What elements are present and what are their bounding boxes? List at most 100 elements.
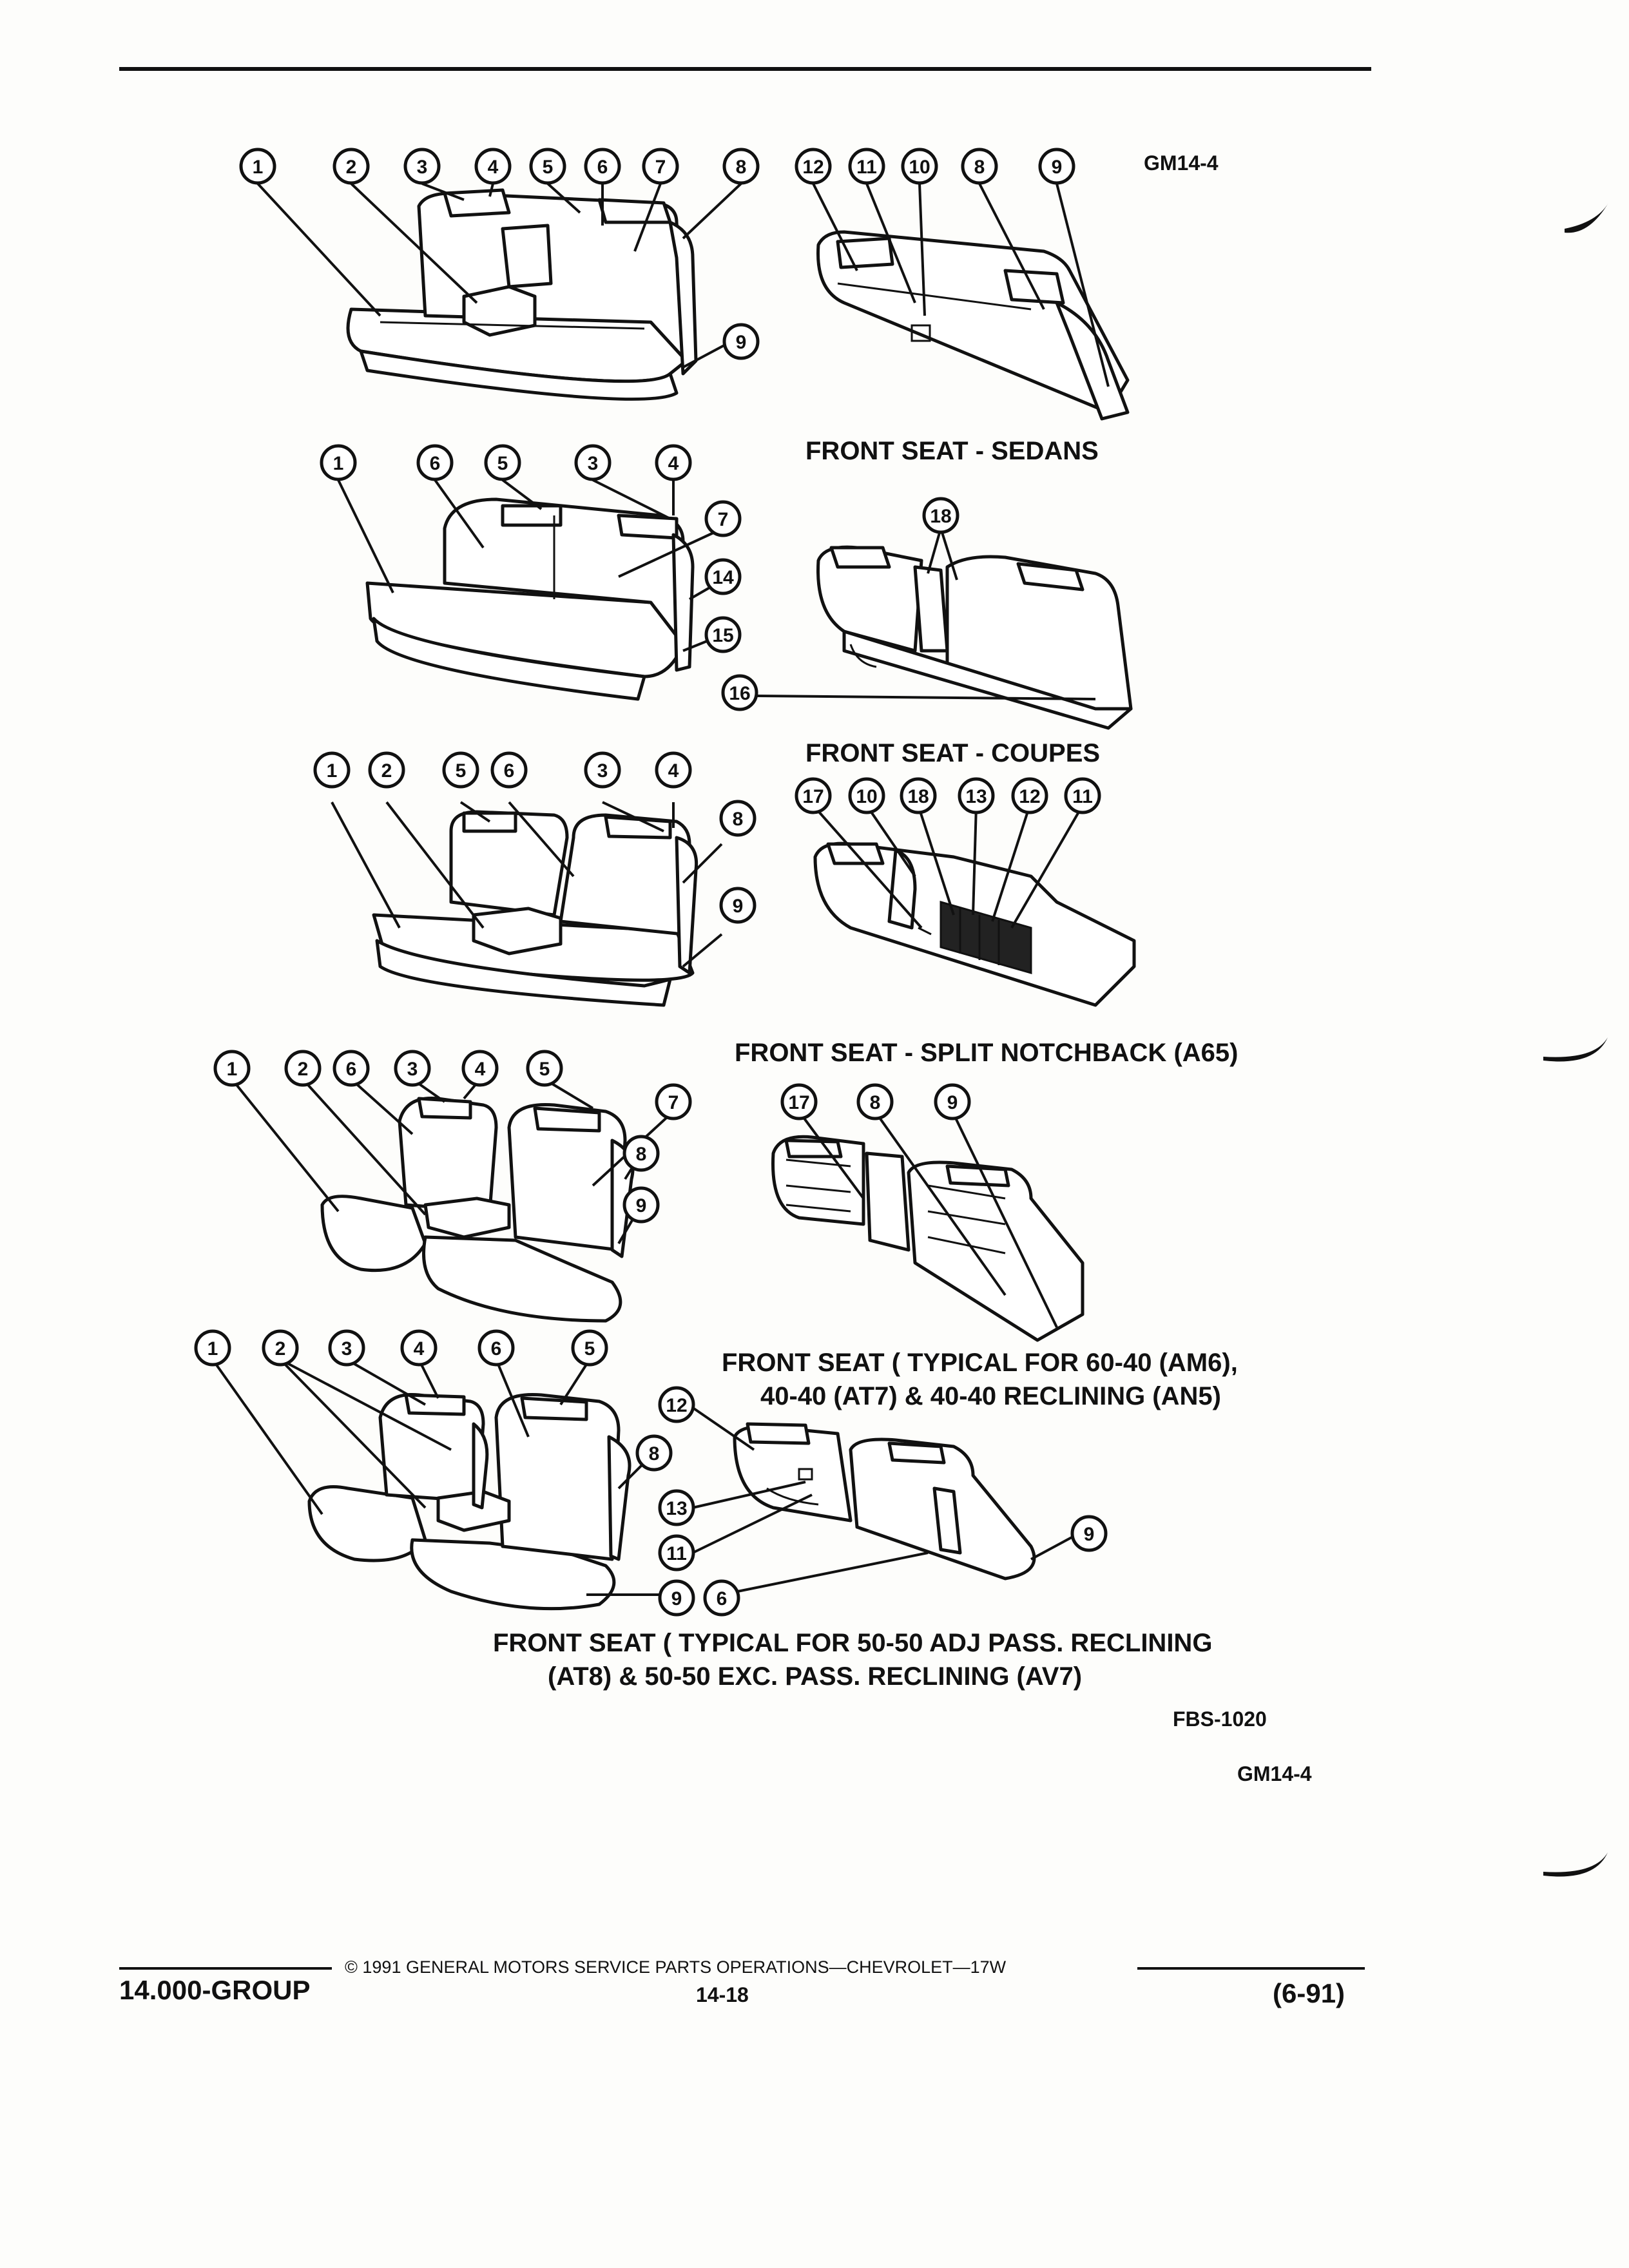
callout-circle xyxy=(403,148,441,185)
callout-circle xyxy=(848,777,885,814)
callout-row5-mid-13: 13 xyxy=(658,1489,695,1526)
callout-row2-left-14: 14 xyxy=(704,558,742,595)
callout-number: 5 xyxy=(539,1059,550,1080)
page-number: 14-18 xyxy=(696,1983,749,2006)
seat-illustration-split-notchback-front xyxy=(372,810,699,1007)
callout-number: 11 xyxy=(856,157,877,178)
callout-circle xyxy=(722,323,760,360)
callout-number: 2 xyxy=(275,1338,286,1360)
callout-row3-left-2: 2 xyxy=(368,751,405,789)
section-group: 14.000-GROUP xyxy=(119,1975,311,2005)
callout-circle xyxy=(284,1050,322,1087)
reference-number-bottom: GM14-4 xyxy=(1237,1762,1312,1785)
callout-row1-right-12: 12 xyxy=(795,148,832,185)
callout-number: 6 xyxy=(504,760,515,782)
callout-row2-left-6: 6 xyxy=(416,444,454,481)
callout-row5-left-5: 5 xyxy=(571,1329,608,1367)
callout-circle xyxy=(655,1083,692,1120)
callout-row3-left-5: 5 xyxy=(442,751,479,789)
callout-number: 9 xyxy=(636,1195,647,1216)
callout-number: 5 xyxy=(584,1338,595,1360)
callout-number: 12 xyxy=(802,157,824,178)
callout-row1-right-11: 11 xyxy=(848,148,885,185)
callout-row2-left-3: 3 xyxy=(574,444,612,481)
callout-number: 11 xyxy=(1072,786,1093,807)
callout-circle xyxy=(958,777,995,814)
callout-circle xyxy=(848,148,885,185)
callout-number: 2 xyxy=(381,760,392,782)
callout-number: 9 xyxy=(947,1092,958,1113)
callout-row4-right-8: 8 xyxy=(856,1083,894,1120)
callout-circle xyxy=(461,1050,499,1087)
callout-row3-right-12: 12 xyxy=(1011,777,1048,814)
callout-number: 5 xyxy=(497,453,508,474)
callout-row1-left-4: 4 xyxy=(474,148,512,185)
callout-number: 3 xyxy=(588,453,599,474)
callout-circle xyxy=(704,500,742,537)
callout-number: 9 xyxy=(733,896,744,917)
callout-number: 6 xyxy=(717,1588,728,1610)
callout-number: 2 xyxy=(298,1059,309,1080)
callout-circle xyxy=(934,1083,971,1120)
callout-row1-left-2: 2 xyxy=(333,148,370,185)
callout-circle xyxy=(655,751,692,789)
callout-number: 1 xyxy=(327,760,338,782)
callout-circle xyxy=(416,444,454,481)
callout-circle xyxy=(1070,1515,1108,1552)
callout-row5-mid-6: 6 xyxy=(703,1579,740,1617)
seat-illustration-60-40-rear xyxy=(771,1135,1084,1342)
callout-row4-left-6: 6 xyxy=(333,1050,370,1087)
callout-row1-right-10: 10 xyxy=(901,148,938,185)
callout-row3-left-4: 4 xyxy=(655,751,692,789)
callout-circle xyxy=(574,444,612,481)
callout-circle xyxy=(333,1050,370,1087)
callout-number: 12 xyxy=(666,1395,687,1416)
reference-number-top: GM14-4 xyxy=(1144,151,1219,175)
callout-number: 4 xyxy=(668,760,679,782)
seat-illustration-sedan-front xyxy=(346,188,698,401)
callout-row5-left-3: 3 xyxy=(328,1329,365,1367)
callout-row4-left-9: 9 xyxy=(622,1186,660,1224)
callout-circle xyxy=(213,1050,251,1087)
callout-circle xyxy=(780,1083,818,1120)
callout-row4-left-2: 2 xyxy=(284,1050,322,1087)
callout-number: 10 xyxy=(909,157,930,178)
copyright-line: © 1991 GENERAL MOTORS SERVICE PARTS OPER… xyxy=(345,1957,1007,1977)
seat-illustration-sedan-rear xyxy=(816,230,1130,421)
callout-number: 14 xyxy=(712,567,734,588)
callout-circle xyxy=(658,1386,695,1423)
caption-coupes: FRONT SEAT - COUPES xyxy=(805,739,1101,767)
callout-number: 1 xyxy=(207,1338,218,1360)
callout-circle xyxy=(584,148,621,185)
callout-circle xyxy=(400,1329,438,1367)
callout-row5-left-1: 1 xyxy=(194,1329,231,1367)
callout-row2-left-4: 4 xyxy=(655,444,692,481)
callout-number: 11 xyxy=(666,1543,687,1564)
callout-circle xyxy=(571,1329,608,1367)
callout-row5-mid-11: 11 xyxy=(658,1534,695,1571)
callout-circle xyxy=(194,1329,231,1367)
callout-circle xyxy=(961,148,998,185)
callout-circle xyxy=(658,1534,695,1571)
callout-number: 1 xyxy=(227,1059,238,1080)
callout-number: 7 xyxy=(668,1092,679,1113)
callout-number: 1 xyxy=(253,157,264,178)
caption-50-50-line2: (AT8) & 50-50 EXC. PASS. RECLINING (AV7) xyxy=(548,1662,1083,1691)
callout-row1-right-9: 9 xyxy=(1038,148,1075,185)
callout-number: 8 xyxy=(649,1443,660,1465)
callout-number: 17 xyxy=(802,786,824,807)
callout-number: 10 xyxy=(856,786,877,807)
callout-number: 3 xyxy=(407,1059,418,1080)
callout-number: 13 xyxy=(666,1498,687,1519)
callout-row2-left-1: 1 xyxy=(320,444,357,481)
callout-row2-left-16: 16 xyxy=(721,674,758,711)
callout-number: 7 xyxy=(655,157,666,178)
callout-circle xyxy=(795,148,832,185)
callout-row5-mid-9: 9 xyxy=(658,1579,695,1617)
callout-number: 6 xyxy=(491,1338,502,1360)
callout-number: 4 xyxy=(488,157,499,178)
callout-circle xyxy=(1038,148,1075,185)
callout-circle xyxy=(313,751,351,789)
